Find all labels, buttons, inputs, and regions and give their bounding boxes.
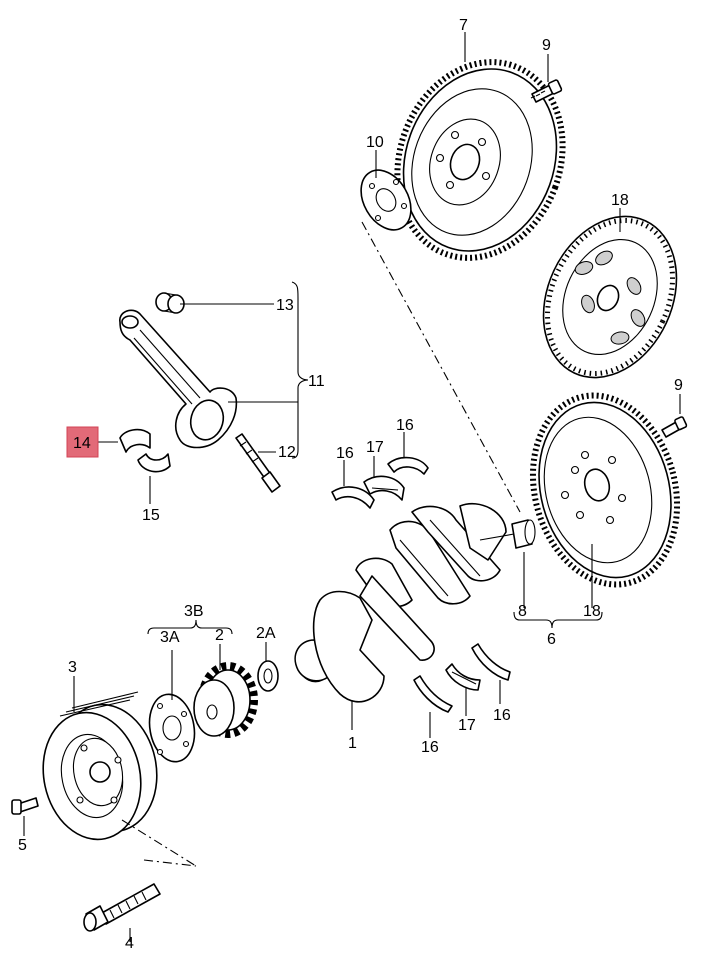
label-11: 11 [308,373,325,390]
bearing-shell-part-15[interactable] [137,453,171,473]
label-16-b: 16 [396,417,414,434]
label-14: 14 [73,435,91,452]
label-2: 2 [215,627,224,644]
bolt-part-5[interactable] [11,797,39,815]
label-18-clutch: 18 [611,192,629,209]
bolt-part-4[interactable] [83,883,161,932]
label-15: 15 [142,507,160,524]
label-9-right: 9 [674,377,683,394]
label-8: 8 [518,603,527,620]
label-5: 5 [18,837,27,854]
label-4: 4 [125,935,134,952]
pilot-bushing-part-8[interactable] [511,519,536,549]
label-17-a: 17 [366,439,384,456]
clutch-disc-part-18[interactable] [518,195,701,400]
flywheel-part-7[interactable] [371,39,590,282]
label-3: 3 [68,659,77,676]
label-6: 6 [547,631,556,648]
thrust-bearing-part-17-bottom[interactable] [445,663,481,691]
sprocket-part-2[interactable] [193,662,258,738]
label-10: 10 [366,134,384,151]
shim-plate-part-10[interactable] [351,161,421,238]
bolt-part-9-top[interactable] [530,79,563,103]
highlight-box-part-14 [66,426,99,458]
connecting-rod-part-11[interactable] [119,309,238,449]
pulley-part-3[interactable] [32,691,169,849]
label-12: 12 [278,444,296,461]
label-17-b: 17 [458,717,476,734]
label-13: 13 [276,297,294,314]
small-end-bush-part-13[interactable] [155,292,185,314]
thrust-bearing-part-17-top[interactable] [363,475,405,501]
main-bearing-part-16-left[interactable] [331,486,375,509]
shim-plate-part-3A[interactable] [144,691,199,766]
main-bearing-part-16-bottom-left[interactable] [413,675,453,713]
crankshaft-part-1[interactable] [294,502,515,703]
label-18-flywheel: 18 [583,603,601,620]
main-bearing-part-16-bottom-right[interactable] [471,643,511,681]
label-1: 1 [348,735,357,752]
label-16-d: 16 [493,707,511,724]
washer-part-2A[interactable] [257,660,279,692]
label-3A: 3A [160,629,180,646]
label-16-a: 16 [336,445,354,462]
main-bearing-part-16-top[interactable] [387,456,429,475]
bolt-part-9-right[interactable] [661,416,688,438]
label-7: 7 [459,17,468,34]
rod-bolt-part-12[interactable] [235,433,281,493]
label-9-top: 9 [542,37,551,54]
label-2A: 2A [256,625,276,642]
label-3B: 3B [184,603,204,620]
bearing-shell-part-14[interactable] [119,428,151,453]
dual-mass-flywheel-part-6[interactable] [513,379,698,601]
label-16-c: 16 [421,739,439,756]
